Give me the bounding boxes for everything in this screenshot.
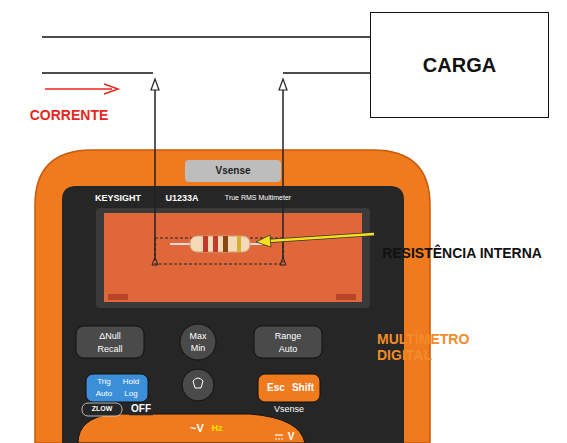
button [258, 374, 320, 402]
dc-symbol [275, 439, 283, 440]
dc-symbol [275, 434, 283, 435]
button [254, 326, 322, 358]
meter-face [62, 186, 404, 443]
resistor-symbol [190, 236, 250, 252]
wire [42, 72, 153, 74]
lcd-segment [108, 294, 128, 300]
current-arrow [45, 88, 112, 90]
lcd-segment [336, 294, 356, 300]
panel-label: Auto [279, 344, 298, 354]
panel-label: Hz [212, 423, 223, 433]
panel-label: V [288, 431, 295, 443]
leader-line [268, 234, 374, 241]
resistor-band [213, 236, 218, 252]
panel-label: U1233A [163, 193, 200, 203]
panel-label: Max [189, 331, 206, 341]
panel-label: Vsense [274, 404, 304, 414]
resistor-band [203, 236, 208, 252]
screen-bezel [96, 208, 370, 308]
panel-label: Shift [292, 382, 314, 394]
lcd-screen [104, 213, 362, 302]
resistor-band [223, 236, 228, 252]
panel-label: OFF [129, 403, 153, 415]
probe-arrowhead [280, 257, 286, 265]
panel-label: Auto [96, 389, 112, 398]
panel-label: Esc [267, 382, 285, 394]
load-box: CARGA [370, 12, 549, 118]
panel-label: True RMS Multimeter [223, 194, 293, 202]
panel-label: Min [191, 343, 206, 353]
button [86, 374, 148, 402]
leader-arrowhead [256, 235, 271, 247]
panel-label: Log [124, 389, 137, 398]
load-label: CARGA [423, 54, 496, 77]
callout-label: RESISTÊNCIA INTERNA [382, 245, 542, 261]
wire [283, 72, 370, 74]
panel-label: Vsense [215, 165, 250, 177]
current-arrowhead [104, 84, 118, 94]
probe-arrowhead [151, 79, 159, 90]
meter-housing [35, 150, 430, 443]
panel-label: Recall [97, 344, 122, 354]
probe-line [154, 80, 156, 257]
vsense-tab [185, 160, 281, 182]
panel-label: ΔNull [99, 331, 121, 341]
rotary-dial [78, 414, 305, 443]
wire [42, 36, 370, 38]
panel-label: Trig [97, 377, 110, 386]
light-icon [193, 378, 203, 388]
zlow-badge [82, 403, 122, 416]
device-label: MULTÍMETRO DIGITAL [377, 331, 527, 363]
probe-arrowhead [152, 257, 158, 265]
panel-label: KEYSIGHT [93, 193, 143, 203]
probe-arrowhead [279, 79, 287, 90]
panel-label: ~V [190, 422, 204, 435]
probe-line [282, 80, 284, 257]
round-button [180, 324, 216, 360]
panel-label: Hold [123, 377, 139, 386]
panel-label: Range [275, 331, 302, 341]
round-button [182, 369, 214, 401]
resistor-band [237, 236, 241, 252]
button [76, 326, 144, 358]
panel-label: ZLOW [92, 405, 113, 413]
current-label: CORRENTE [30, 107, 109, 123]
leader-outline [268, 234, 374, 241]
